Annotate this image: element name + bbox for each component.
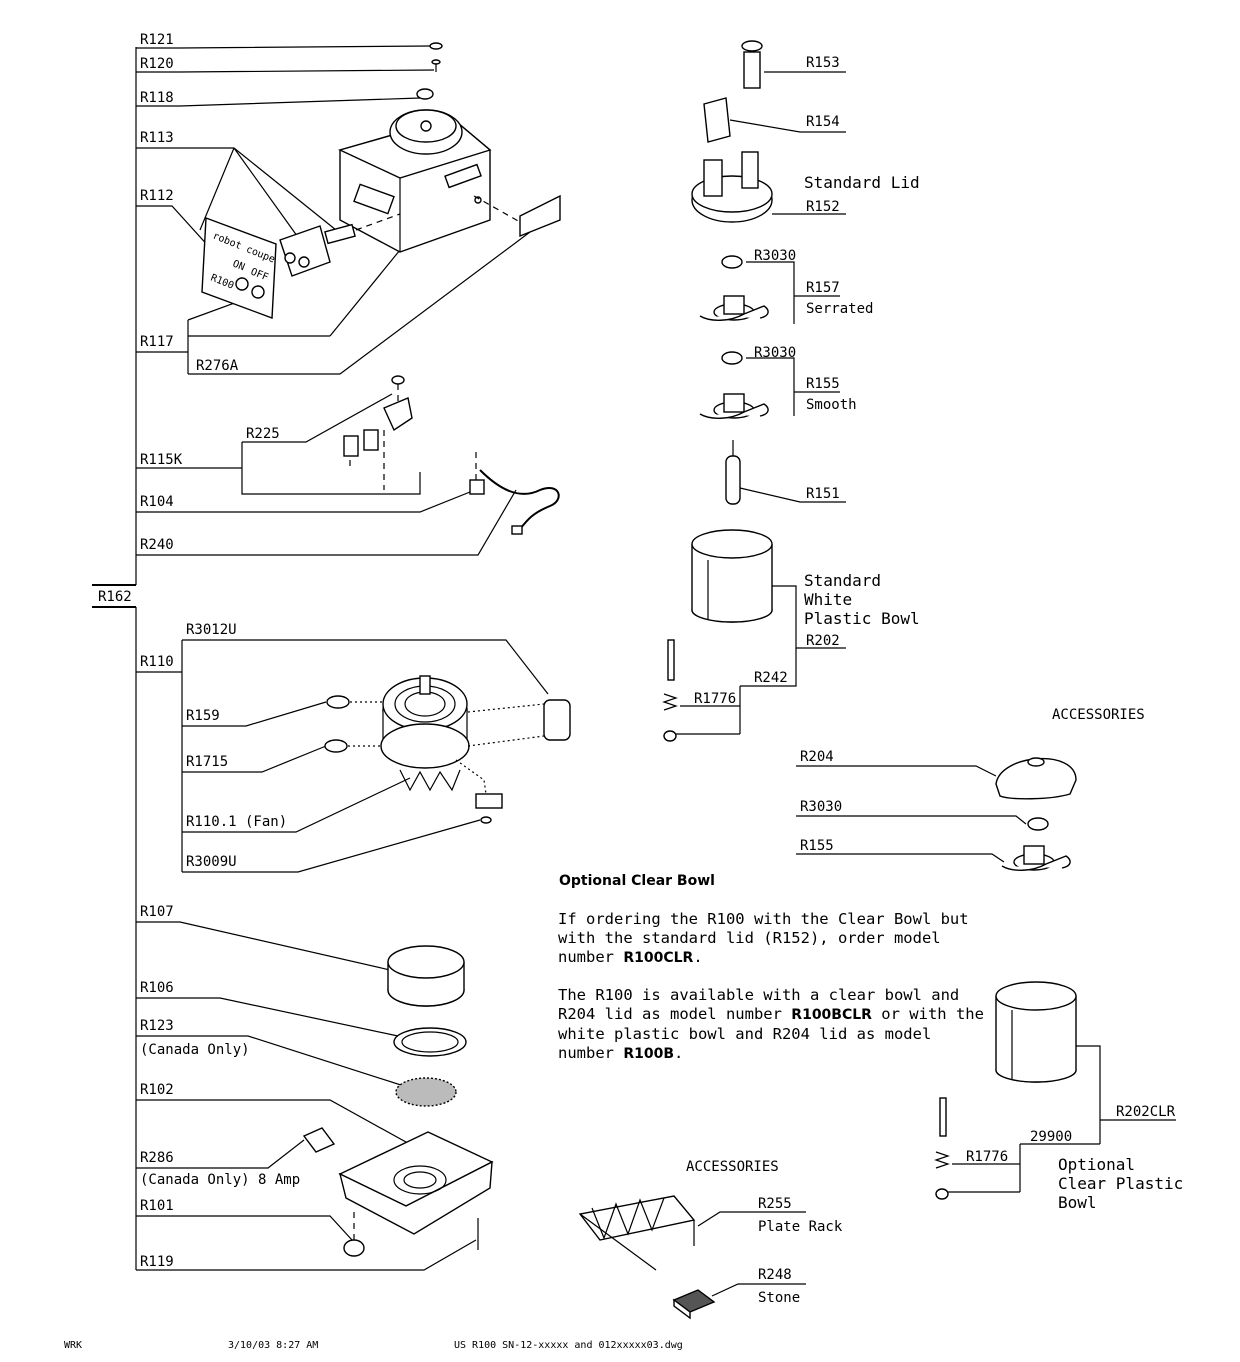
label-r118: R118 <box>140 90 174 106</box>
label-r162: R162 <box>98 589 132 605</box>
note-p1-text: If ordering the R100 with the Clear Bowl… <box>558 910 969 966</box>
label-r115k: R115K <box>140 452 183 468</box>
label-accessories-2: ACCESSORIES <box>686 1159 779 1175</box>
upper-group: R121 R120 R118 R113 R112 R117 R276A R225… <box>98 32 531 605</box>
label-r154: R154 <box>806 114 840 130</box>
motor-base-drawing: robot coupe ON OFF R100 <box>201 42 561 535</box>
label-bowl: Bowl <box>1058 1193 1097 1212</box>
footer-date: 3/10/03 8:27 AM <box>228 1340 319 1351</box>
label-r248: R248 <box>758 1267 792 1283</box>
label-smooth: Smooth <box>806 397 857 413</box>
motor-group: R3012U R110 R159 R1715 R110.1 (Fan) R300… <box>136 622 571 873</box>
note-paragraph-2: The R100 is available with a clear bowl … <box>558 986 988 1064</box>
label-accessories-1: ACCESSORIES <box>1052 707 1145 723</box>
label-r1715: R1715 <box>186 754 228 770</box>
label-r3030-c: R3030 <box>800 799 842 815</box>
label-standard: Standard <box>804 571 881 590</box>
label-r102: R102 <box>140 1082 174 1098</box>
label-r155: R155 <box>806 376 840 392</box>
label-r106: R106 <box>140 980 174 996</box>
label-r120: R120 <box>140 56 174 72</box>
label-canada-8amp: (Canada Only) 8 Amp <box>140 1172 300 1188</box>
footer-initials: WRK <box>64 1340 83 1351</box>
note-model-r100bclr: R100BCLR <box>791 1007 872 1023</box>
label-canada-only: (Canada Only) <box>140 1042 250 1058</box>
label-optional: Optional <box>1058 1155 1135 1174</box>
lid-group: R153 R154 Standard Lid R152 <box>691 40 920 223</box>
footer-file: US R100 SN-12-xxxxx and 012xxxxx03.dwg <box>454 1340 683 1351</box>
base-group: R107 R106 R123 (Canada Only) R102 R286 (… <box>136 904 494 1271</box>
label-plastic-bowl: Plastic Bowl <box>804 609 920 628</box>
label-r1776-b: R1776 <box>966 1149 1008 1165</box>
label-standard-lid: Standard Lid <box>804 173 920 192</box>
blade-group: R3030 R157 Serrated R3030 R155 Smooth R1… <box>699 248 873 505</box>
label-r110: R110 <box>140 654 174 670</box>
accessories-bottom: ACCESSORIES R255 Plate Rack R248 Stone <box>578 1159 843 1320</box>
note-p2-end: . <box>674 1044 684 1062</box>
note-model-r100clr: R100CLR <box>623 950 694 966</box>
note-p1-end: . <box>693 948 703 966</box>
label-r202: R202 <box>806 633 840 649</box>
label-r255: R255 <box>758 1196 792 1212</box>
label-r113: R113 <box>140 130 174 146</box>
note-model-r100b: R100B <box>623 1046 675 1062</box>
note-p2-b: or with the white plastic bowl and R204 … <box>558 1005 984 1062</box>
label-r157: R157 <box>806 280 840 296</box>
note-title: Optional Clear Bowl <box>559 873 715 889</box>
label-r1776: R1776 <box>694 691 736 707</box>
label-r159: R159 <box>186 708 220 724</box>
note-paragraph-1: If ordering the R100 with the Clear Bowl… <box>558 910 988 968</box>
label-clear-plastic: Clear Plastic <box>1058 1174 1183 1193</box>
label-r3030-b: R3030 <box>754 345 796 361</box>
label-29900: 29900 <box>1030 1129 1072 1145</box>
clear-bowl-note: If ordering the R100 with the Clear Bowl… <box>558 910 988 1082</box>
label-r117: R117 <box>140 334 174 350</box>
label-r276a: R276A <box>196 358 239 374</box>
clear-bowl-group: R202CLR 29900 R1776 Optional Clear Plast… <box>934 981 1183 1212</box>
label-white: White <box>804 590 852 609</box>
bowl-group: Standard White Plastic Bowl R202 R242 R1… <box>662 529 920 742</box>
label-r3012u: R3012U <box>186 622 237 638</box>
label-r204: R204 <box>800 749 834 765</box>
switch-on-text: ON <box>231 259 246 274</box>
label-r225: R225 <box>246 426 280 442</box>
accessories-top: ACCESSORIES R204 R3030 R155 <box>796 707 1145 871</box>
label-r155-b: R155 <box>800 838 834 854</box>
label-r3030-a: R3030 <box>754 248 796 264</box>
note-p2-a: The R100 is available with a clear bowl … <box>558 986 960 1023</box>
label-r101: R101 <box>140 1198 174 1214</box>
trunk-lines <box>92 47 137 1270</box>
label-r3009u: R3009U <box>186 854 237 870</box>
label-r202clr: R202CLR <box>1116 1104 1176 1120</box>
label-r107: R107 <box>140 904 174 920</box>
label-r121: R121 <box>140 32 174 48</box>
label-r110-1: R110.1 (Fan) <box>186 814 287 830</box>
label-serrated: Serrated <box>806 301 873 317</box>
label-r242: R242 <box>754 670 788 686</box>
label-r152: R152 <box>806 199 840 215</box>
label-r112: R112 <box>140 188 174 204</box>
label-r123: R123 <box>140 1018 174 1034</box>
label-r153: R153 <box>806 55 840 71</box>
label-r104: R104 <box>140 494 174 510</box>
label-r286: R286 <box>140 1150 174 1166</box>
label-r119: R119 <box>140 1254 174 1270</box>
label-r151: R151 <box>806 486 840 502</box>
label-plate-rack: Plate Rack <box>758 1219 843 1235</box>
label-stone: Stone <box>758 1290 800 1306</box>
label-r240: R240 <box>140 537 174 553</box>
